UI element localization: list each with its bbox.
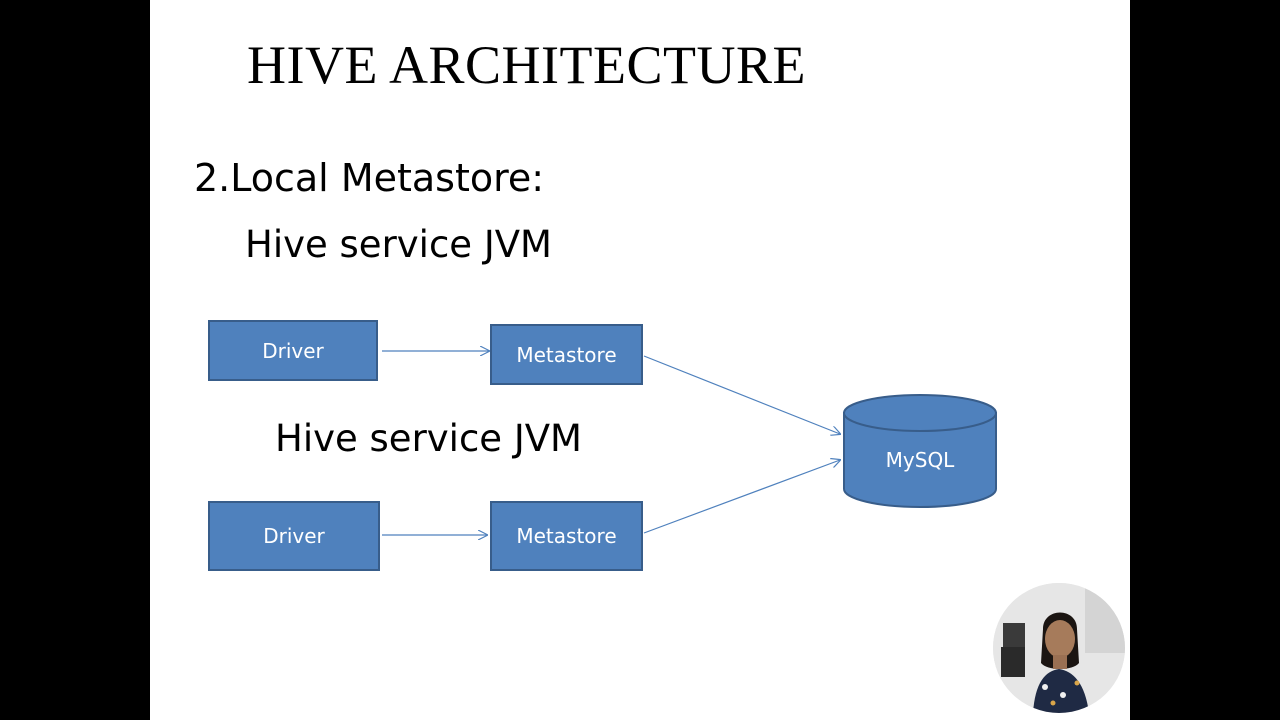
slide-title: HIVE ARCHITECTURE <box>247 35 806 95</box>
diagram-connectors <box>382 0 997 720</box>
presentation-slide: HIVE ARCHITECTURE 2.Local Metastore: Hiv… <box>150 0 1130 720</box>
presenter-avatar-icon <box>993 583 1125 713</box>
metastore-label-2: Metastore <box>516 524 617 548</box>
section-heading: 2.Local Metastore: <box>194 156 545 200</box>
metastore-box-1: Metastore <box>490 324 643 385</box>
presenter-webcam <box>993 583 1125 713</box>
driver-box-2: Driver <box>208 501 380 571</box>
jvm-label-2: Hive service JVM <box>275 417 582 460</box>
arrow-metastore2-to-mysql <box>643 460 840 534</box>
arrow-metastore1-to-mysql <box>643 355 840 434</box>
metastore-box-2: Metastore <box>490 501 643 571</box>
mysql-database-cylinder <box>843 394 997 508</box>
driver-label-1: Driver <box>262 338 324 363</box>
metastore-label-1: Metastore <box>516 342 617 367</box>
jvm-label-1: Hive service JVM <box>245 223 552 266</box>
mysql-label: MySQL <box>885 448 955 472</box>
driver-box-1: Driver <box>208 320 378 381</box>
driver-label-2: Driver <box>263 524 325 548</box>
